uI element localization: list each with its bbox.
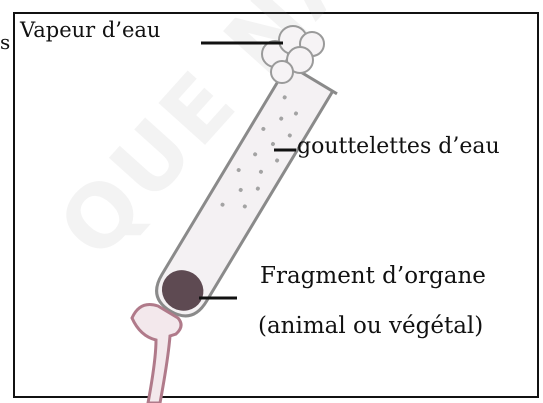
label-gouttelettes: gouttelettes d’eau (297, 134, 500, 159)
tube-holder-clamp (132, 305, 181, 403)
label-fragment-line2: (animal ou végétal) (258, 313, 483, 339)
vapour-cloud (262, 26, 324, 83)
label-fragment-line1: Fragment d’organe (260, 263, 486, 289)
label-vapeur: Vapeur d’eau (20, 18, 160, 42)
